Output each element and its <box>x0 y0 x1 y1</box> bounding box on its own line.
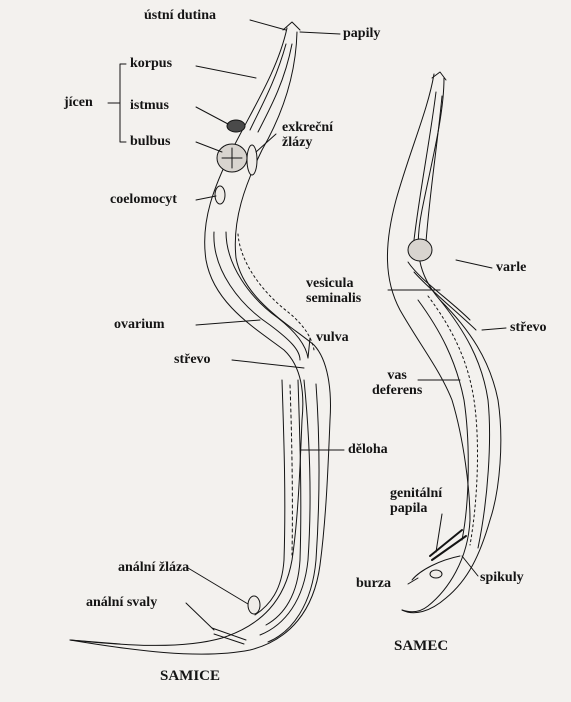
label-samec: SAMEC <box>394 638 448 654</box>
label-varle: varle <box>496 260 526 276</box>
coelomocyt <box>215 186 225 204</box>
label-korpus: korpus <box>130 56 172 72</box>
male-intestine <box>440 300 490 548</box>
label-genitalni-line1: genitální <box>390 486 442 501</box>
label-vesicula-line2: seminalis <box>306 291 361 306</box>
label-vesicula-line1: vesicula <box>306 276 361 291</box>
male-worm <box>387 72 500 613</box>
label-coelomocyt: coelomocyt <box>110 192 177 208</box>
anal-gland <box>248 596 260 614</box>
label-bulbus: bulbus <box>130 134 170 150</box>
female-uterus <box>255 380 285 615</box>
label-strevo-male: střevo <box>510 320 547 336</box>
label-papily: papily <box>343 26 380 42</box>
female-ovary <box>214 232 300 360</box>
label-jicen: jícen <box>64 95 93 111</box>
label-burza: burza <box>356 576 391 592</box>
label-vas-deferens: vas deferens <box>372 368 422 398</box>
label-strevo-female: střevo <box>174 352 211 368</box>
label-samice: SAMICE <box>160 668 220 684</box>
male-body-outline <box>387 74 470 612</box>
excretory-gland <box>247 145 257 175</box>
label-exkrecni-line1: exkreční <box>282 120 333 135</box>
label-vas-line1: vas <box>372 368 422 383</box>
label-exkrecni-line2: žlázy <box>282 135 333 150</box>
label-vulva: vulva <box>316 330 349 346</box>
label-genitalni-line2: papila <box>390 501 442 516</box>
label-ustni-dutina: ústní dutina <box>144 8 216 24</box>
female-body-outline <box>70 28 303 645</box>
female-isthmus <box>227 120 245 132</box>
female-worm <box>70 22 330 654</box>
label-vesicula-seminalis: vesicula seminalis <box>306 276 361 306</box>
label-vas-line2: deferens <box>372 383 422 398</box>
label-exkrecni-zlazy: exkreční žlázy <box>282 120 333 150</box>
label-genitalni-papila: genitální papila <box>390 486 442 516</box>
male-spicules <box>430 530 466 560</box>
label-istmus: istmus <box>130 98 169 114</box>
label-spikuly: spikuly <box>480 570 524 586</box>
male-testis <box>408 262 470 320</box>
label-ovarium: ovarium <box>114 317 165 333</box>
label-analni-svaly: anální svaly <box>86 595 157 611</box>
label-analni-zlaza: anální žláza <box>118 560 189 576</box>
male-bulbus <box>408 239 432 261</box>
label-deloha: děloha <box>348 442 388 458</box>
